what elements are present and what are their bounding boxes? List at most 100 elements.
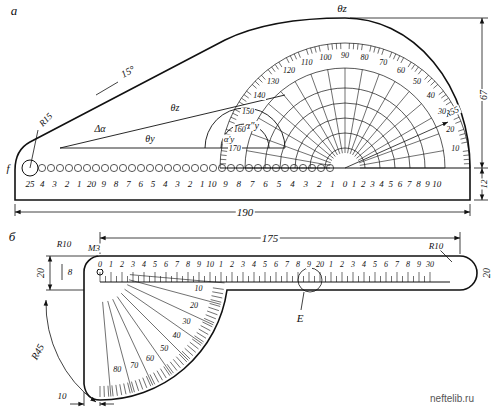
scale-stroke: [348, 70, 363, 154]
scale-stroke: [315, 47, 316, 53]
dimension-label: 12: [480, 179, 489, 190]
scale-stroke: [327, 44, 329, 50]
dimension-label: 4: [361, 261, 367, 269]
dimension-label: 4: [289, 180, 296, 189]
scale-stroke: [358, 276, 359, 282]
scale-stroke: [112, 385, 113, 396]
dimension-label: 100: [319, 54, 333, 62]
dimension-label: R10: [56, 240, 73, 249]
scale-stroke: [345, 68, 346, 153]
scale-stroke: [204, 318, 214, 322]
chain-hole: [209, 164, 216, 171]
scale-stroke: [357, 44, 359, 50]
scale-stroke: [375, 272, 376, 282]
scale-stroke: [131, 382, 134, 393]
chain-hole: [236, 164, 243, 171]
dimension-label: 1: [76, 180, 83, 189]
dimension-label: 20: [36, 267, 46, 279]
scale-stroke: [248, 276, 249, 282]
scale-stroke: [231, 117, 236, 119]
scale-stroke: [258, 78, 262, 82]
scale-stroke: [213, 288, 224, 290]
scale-stroke: [402, 276, 403, 282]
dimension-label: 7: [406, 180, 413, 189]
dimension-label: 2: [119, 261, 125, 269]
scale-stroke: [146, 376, 150, 386]
scale-stroke: [370, 46, 371, 52]
scale-stroke: [197, 332, 206, 338]
ruler-baseline: [100, 282, 450, 283]
scale-stroke: [292, 276, 293, 282]
dimension-label: 8: [295, 261, 301, 269]
scale-stroke: [245, 168, 330, 169]
scale-stroke: [319, 46, 320, 52]
chain-hole: [110, 164, 117, 171]
scale-stroke: [160, 276, 161, 282]
chain-hole: [38, 164, 45, 171]
dimension-label: 10: [57, 392, 68, 401]
dimension-label: 4: [162, 180, 169, 189]
scale-stroke: [226, 276, 227, 282]
scale-stroke: [458, 129, 464, 131]
dimension-label: 6: [137, 180, 144, 189]
scale-stroke: [127, 276, 128, 282]
dimension-label: 9: [196, 261, 202, 269]
dimension-label: θy: [144, 134, 155, 144]
scale-stroke: [207, 311, 217, 315]
scale-stroke: [270, 276, 271, 282]
dimension-label: 10: [205, 261, 215, 269]
scale-stroke: [210, 272, 211, 282]
scale-stroke: [364, 272, 365, 282]
dimension-label: 20: [482, 267, 492, 279]
dimension-label: 8: [113, 180, 120, 189]
scale-stroke: [166, 272, 167, 282]
dimension-label: 5: [150, 180, 157, 189]
scale-stroke: [244, 95, 249, 99]
scale-stroke: [108, 301, 133, 393]
scale-stroke: [336, 276, 337, 282]
dimension-label: θz: [170, 103, 181, 113]
scale-stroke: [201, 326, 211, 331]
angle-sketch: [60, 95, 285, 148]
dimension-label: Δα: [93, 124, 106, 134]
dimension-label: 90: [340, 52, 350, 60]
scale-stroke: [212, 296, 223, 298]
dimension-label: 4: [378, 180, 385, 189]
scale-stroke: [298, 52, 300, 58]
dimension-label: 70: [129, 362, 139, 370]
scale-stroke: [309, 272, 310, 282]
dimension-label: 0: [97, 261, 103, 269]
scale-stroke: [221, 272, 222, 282]
dimension-label: 60: [145, 355, 155, 363]
dimension-label: 3: [350, 261, 356, 269]
dimension-label: 30: [425, 261, 435, 269]
scale-stroke: [220, 159, 226, 160]
scale-stroke: [286, 58, 289, 63]
scale-stroke: [390, 52, 392, 58]
dimension-label: 5: [372, 261, 378, 269]
chain-hole: [200, 164, 207, 171]
dimension-label: 1: [199, 180, 206, 189]
scale-stroke: [116, 385, 118, 396]
dimension-label: а: [10, 4, 19, 17]
scale-stroke: [246, 91, 251, 95]
scale-stroke: [232, 272, 233, 282]
dimension-label: 8: [185, 261, 191, 269]
scale-stroke: [139, 379, 143, 389]
dimension-label: R10: [428, 242, 445, 251]
chain-hole: [83, 164, 90, 171]
scale-stroke: [347, 276, 348, 282]
scale-stroke: [418, 69, 422, 74]
dimension-label: 170: [228, 145, 242, 153]
scale-stroke: [459, 134, 465, 136]
chain-hole: [227, 164, 234, 171]
dimension-label: 5: [152, 261, 158, 269]
scale-stroke: [192, 339, 201, 345]
dimension-label: 6: [163, 261, 169, 269]
dimension-label: 7: [249, 180, 256, 189]
scale-stroke: [122, 272, 123, 282]
scale-stroke: [441, 95, 446, 99]
scale-stroke: [311, 74, 340, 154]
chain-hole: [65, 164, 72, 171]
